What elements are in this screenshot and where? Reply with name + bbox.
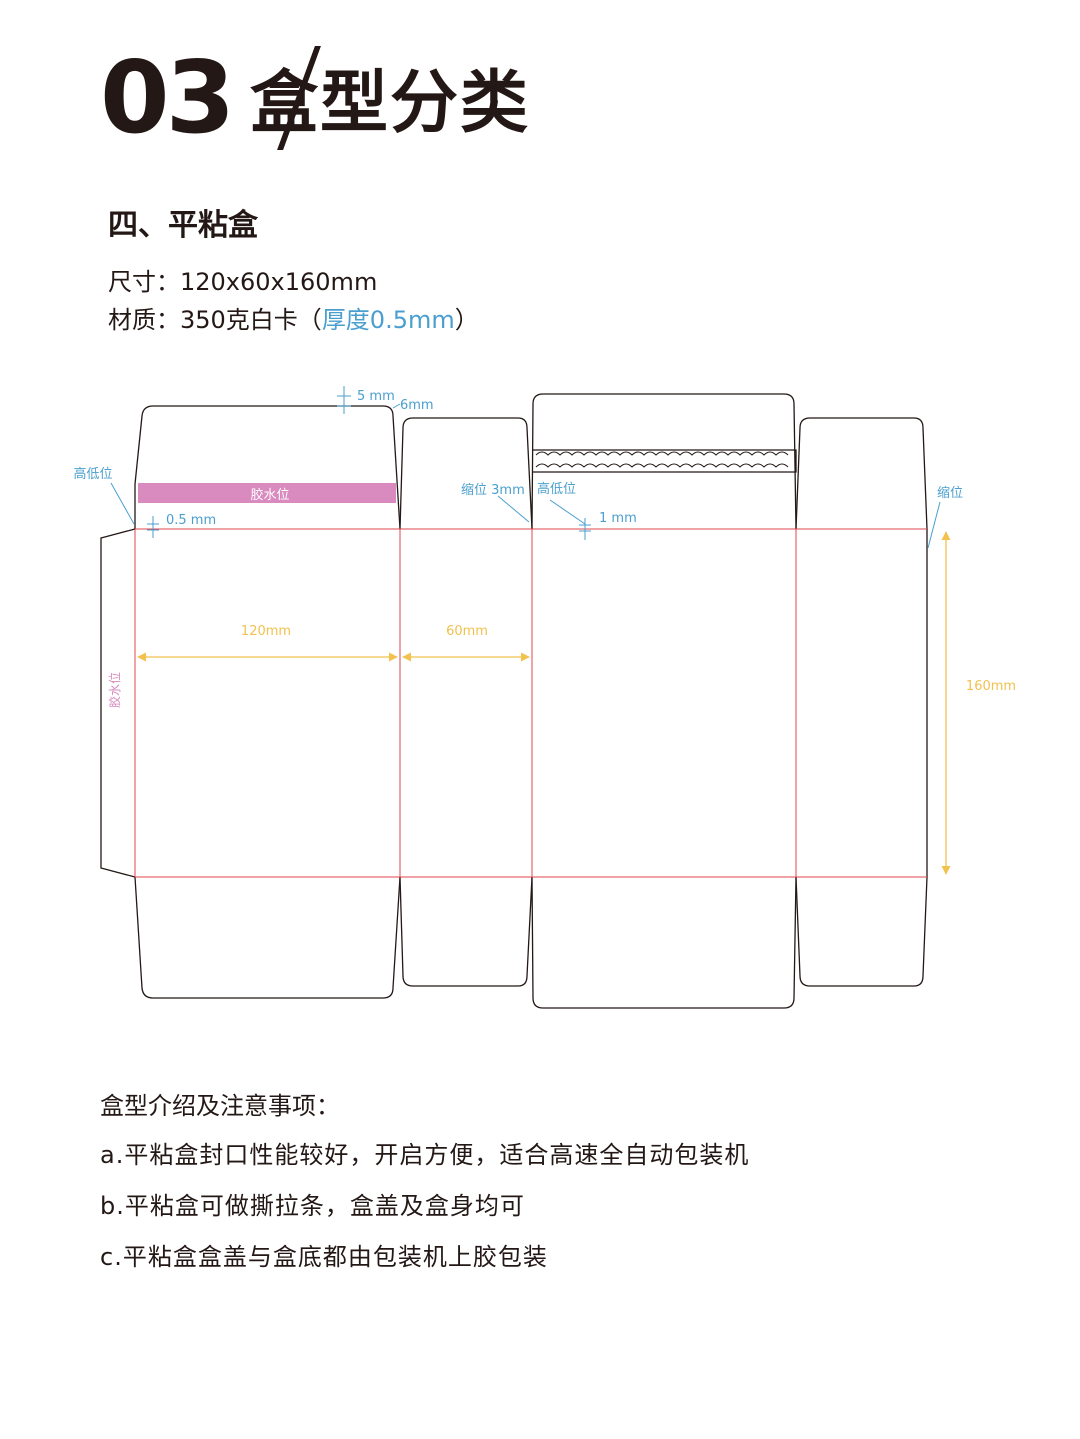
label-6mm: 6mm [400, 398, 434, 413]
title-number: 03 [100, 39, 235, 156]
panel3-top-flap [531, 393, 797, 530]
spec-size: 尺寸：120x60x160mm [108, 268, 378, 296]
notes-heading: 盒型介绍及注意事项： [100, 1092, 340, 1120]
panel1-bottom-flap [134, 876, 401, 999]
panel2-bottom-flap [399, 876, 533, 987]
note-item: c.平粘盒盒盖与盒底都由包装机上胶包装 [100, 1243, 548, 1271]
label-shrink-mid: 缩位 3mm [461, 482, 525, 498]
spec-material-prefix: 材质：350克白卡（ [108, 306, 322, 334]
panel1-top-flap [134, 405, 401, 530]
tear-strip-outline [533, 449, 797, 473]
note-item: b.平粘盒可做撕拉条，盒盖及盒身均可 [100, 1192, 525, 1220]
spec-material: 材质：350克白卡（厚度0.5mm） [108, 300, 479, 335]
tear-strip-zigzag-top [535, 451, 789, 456]
dim-120-label: 120mm [241, 624, 291, 639]
panel4-bottom-flap [795, 876, 928, 987]
glue-band-label: 胶水位 [250, 487, 289, 503]
side-glue-label: 胶水位 [107, 672, 122, 708]
annotation-lines [110, 386, 941, 549]
note-item: a.平粘盒封口性能较好，开启方便，适合高速全自动包装机 [100, 1141, 750, 1169]
label-shrink-right: 缩位 [937, 485, 963, 501]
label-height-mid: 高低位 [537, 481, 576, 497]
fold-lines [134, 528, 927, 878]
leader-height-mid [549, 499, 586, 525]
dieline-outline [100, 393, 928, 1009]
dim-160-label: 160mm [966, 679, 1016, 694]
spec-material-thickness: 厚度0.5mm [321, 306, 455, 334]
side-glue-flap [100, 528, 136, 878]
label-1mm: 1 mm [599, 511, 637, 526]
section-title: 四、平粘盒 [108, 208, 258, 243]
label-height-left: 高低位 [73, 466, 112, 482]
leader-6mm [392, 403, 401, 409]
tear-strip-zigzag-bottom [535, 463, 789, 468]
glue-band [138, 483, 396, 503]
title-text: 盒型分类 [250, 64, 531, 143]
dimension-lines [137, 531, 951, 875]
spec-material-suffix: ） [454, 306, 479, 334]
dim-60-label: 60mm [446, 624, 488, 639]
leader-shrink-right [927, 501, 941, 549]
notes-section: 盒型介绍及注意事项： a.平粘盒封口性能较好，开启方便，适合高速全自动包装机 b… [100, 1086, 749, 1288]
leader-shrink-mid [497, 495, 530, 523]
dieline-diagram: 胶水位 胶水位 120mm 60mm 160mm 高低位 0.5 mm 5 mm… [73, 386, 1016, 1009]
leader-height-left [110, 482, 135, 525]
panel4-top-flap [795, 417, 928, 530]
label-5mm: 5 mm [357, 389, 395, 404]
panel3-bottom-flap [531, 876, 797, 1009]
label-05mm: 0.5 mm [166, 513, 216, 528]
panel2-top-flap [399, 417, 533, 530]
